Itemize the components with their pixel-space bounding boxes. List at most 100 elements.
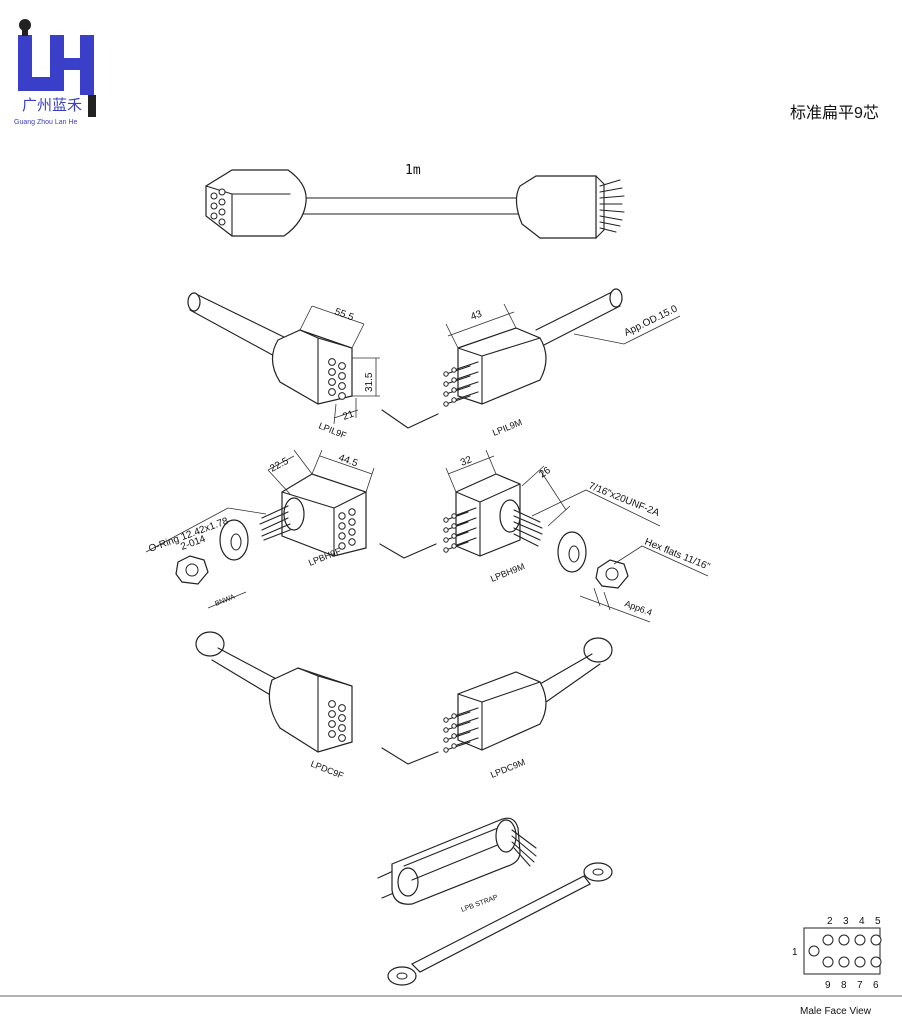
lpil9f-connector: 55.5 31.5 21 LPIL9F	[187, 292, 380, 441]
company-logo: 广州蓝禾 Guang Zhou Lan He	[14, 19, 96, 126]
lpbh9m-connector: 32 26 7/16"x20UNF-2A Hex flats 11/16" Ap…	[443, 449, 712, 623]
lpbh9m-dim-thread-text: 26	[537, 465, 553, 481]
cable-female-end	[205, 169, 307, 237]
face-bottom-label: 8	[841, 980, 847, 991]
face-bottom-pins	[822, 956, 882, 968]
lpdc9m-body-edges	[457, 681, 541, 751]
strap-body-slot	[403, 827, 501, 881]
strap-flange	[495, 819, 517, 853]
lpbh9m-hex-text: Hex flats 11/16"	[643, 537, 712, 573]
lpbh9m-hex-leader	[613, 545, 709, 577]
lpil9m-label: LPIL9M	[491, 417, 524, 438]
cable-assembly: 1m	[205, 163, 625, 239]
lpbh9m-nut-dim	[579, 587, 651, 623]
lpil9m-dim-len-text: 43	[469, 309, 484, 323]
lpbh9f-washer-leader	[207, 591, 247, 609]
lpil9m-cable	[535, 289, 621, 347]
face-pin-6	[870, 956, 882, 968]
lpbh9m-body-edges	[455, 483, 521, 557]
lpdc9m-body	[457, 671, 547, 751]
strap-label: LPB STRAP	[460, 894, 499, 914]
face-pin-5	[870, 934, 882, 946]
lpbh9m-pins	[443, 507, 477, 553]
lpbh9m-nut-text: App6.4	[623, 598, 653, 617]
lpbh9f-body-edges	[281, 491, 367, 557]
lpdc9f-body-edges	[297, 667, 353, 753]
face-pin-7	[854, 956, 866, 968]
face-bottom-label: 6	[873, 980, 879, 991]
face-bottom-label: 9	[825, 980, 831, 991]
face-pin-2	[822, 934, 834, 946]
lpil9f-dim-w-text: 21	[341, 409, 356, 423]
lpdc9m-connector: LPDC9M	[443, 637, 613, 780]
strap-body-end	[397, 867, 419, 897]
logo-pin-icon	[88, 95, 96, 117]
face-pin-3	[838, 934, 850, 946]
lpil9m-od-text: App.OD.15.0	[622, 303, 679, 338]
lpbh9f-thread	[259, 505, 291, 541]
lpil9m-body	[457, 327, 547, 405]
logo-bar-h-mid	[50, 58, 94, 70]
strap-band	[410, 875, 591, 973]
lpil9m-connector: 43 App.OD.15.0 LPIL9M	[443, 288, 681, 438]
cable-male-pins	[599, 179, 625, 233]
lpbh9f-oring-leader	[145, 507, 267, 553]
strap-pins	[511, 829, 537, 867]
lpil9f-dim-h-text: 31.5	[364, 372, 375, 392]
lpil9f-dim-len	[299, 305, 365, 349]
lpbh9m-flange	[499, 499, 521, 533]
lpdc9m-boot-end	[583, 637, 613, 663]
lpbh9f-connector: 22.5 44.5 O-Ring 12.42x1.78 2-014 BNWA L…	[145, 449, 375, 609]
lpil9m-dim-len	[445, 303, 517, 349]
cable-male-end-edges	[595, 175, 605, 239]
lpil9f-dim-len-text: 55.5	[333, 306, 355, 323]
lpbh9m-nut-hole	[605, 567, 619, 581]
face-top-label: 5	[875, 916, 881, 927]
lpbh9f-dim-len	[311, 449, 375, 493]
face-top-label: 3	[843, 916, 849, 927]
cable-length-label: 1m	[405, 163, 421, 178]
cable-male-end	[515, 175, 597, 239]
lpbh9m-dim-len	[445, 449, 497, 493]
lpil9f-cable	[189, 293, 291, 359]
lpbh9f-dim-thread-text: 22.5	[268, 456, 291, 475]
lpbh9f-nut-hole	[185, 563, 199, 577]
cable-female-end-edges	[205, 185, 291, 237]
lpil9f-label: LPIL9F	[317, 421, 348, 441]
lpbh9m-label: LPBH9M	[489, 561, 526, 584]
face-top-label: 2	[827, 916, 833, 927]
lpil9f-dim-h	[352, 357, 380, 397]
lpil9m-od-leader	[573, 315, 681, 345]
lpb-strap: LPB STRAP	[377, 817, 613, 986]
face-side-label: 1	[792, 947, 798, 958]
lpdc9m-pins	[443, 707, 479, 753]
lpbh9f-washer-text: BNWA	[214, 593, 236, 607]
page-heading: 标准扁平9芯	[790, 104, 879, 122]
mating-indicator-1	[381, 409, 439, 429]
lpbh9m-thread	[513, 509, 543, 547]
mating-indicator-3	[381, 747, 439, 765]
lpbh9m-thread-leader	[531, 489, 661, 527]
lpdc9f-holes	[328, 700, 346, 742]
logo-cn-text: 广州蓝禾	[22, 97, 82, 114]
lpbh9f-dim-thread	[267, 449, 313, 495]
cable-line	[299, 197, 521, 215]
lpdc9f-boot	[211, 647, 283, 697]
strap-ring-left-hole	[396, 972, 408, 980]
lpbh9m-thread-text: 7/16"x20UNF-2A	[587, 481, 661, 520]
lpdc9m-boot	[539, 653, 601, 703]
face-pin-9	[822, 956, 834, 968]
lpil9f-holes	[328, 358, 346, 400]
face-view-caption: Male Face View	[800, 1006, 872, 1017]
lpbh9f-washer-hole	[230, 533, 242, 551]
lpdc9f-connector: LPDC9F	[195, 631, 353, 781]
lpil9m-pins	[443, 361, 479, 407]
lpbh9f-holes	[338, 508, 356, 550]
lpbh9f-dim-len-text: 44.5	[337, 452, 359, 469]
lpbh9m-dim-len-text: 32	[459, 454, 474, 469]
face-pin-4	[854, 934, 866, 946]
lpdc9f-label: LPDC9F	[309, 759, 345, 781]
